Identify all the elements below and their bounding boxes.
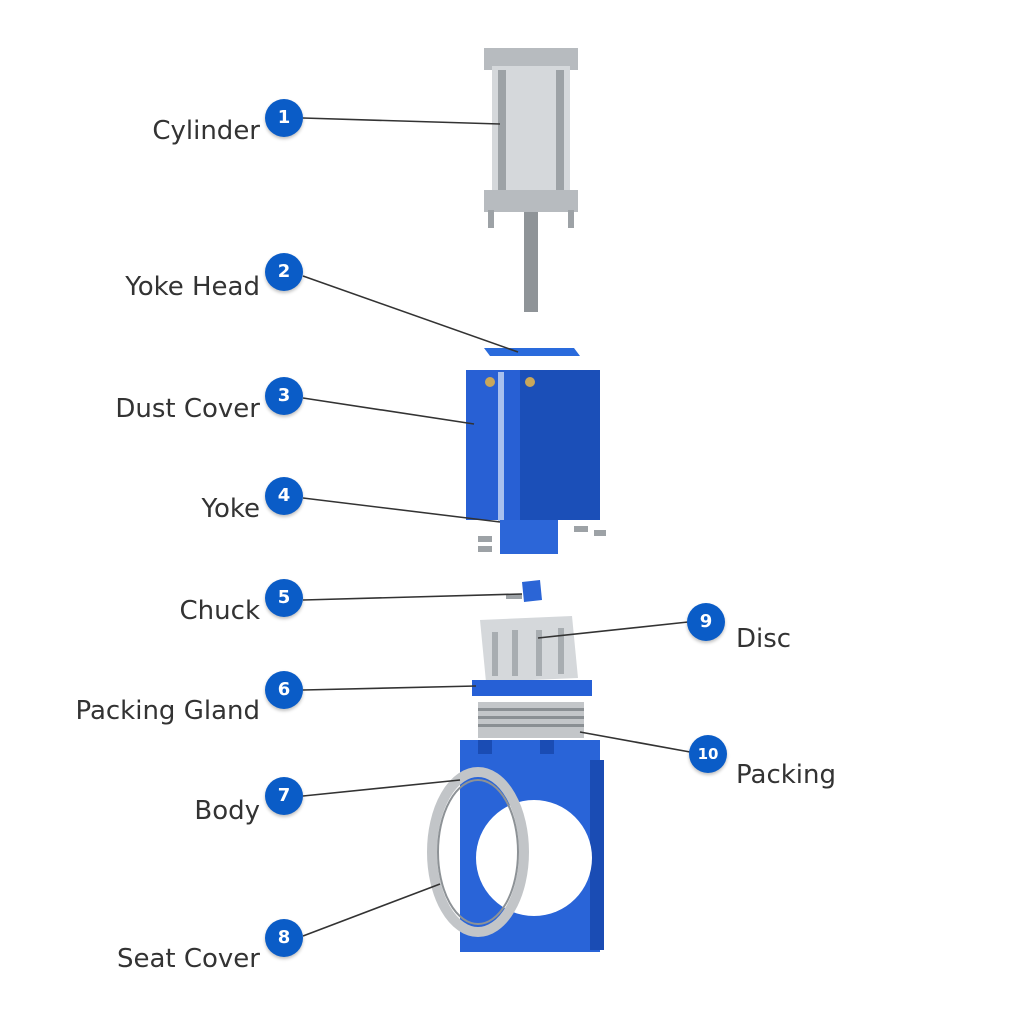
badge-3: 3 <box>265 377 303 415</box>
badge-4: 4 <box>265 477 303 515</box>
label-packing-gland: Packing Gland <box>75 696 260 726</box>
badge-2: 2 <box>265 253 303 291</box>
badge-7: 7 <box>265 777 303 815</box>
leader-line-1 <box>302 117 501 125</box>
yoke-part <box>478 520 606 554</box>
label-disc: Disc <box>736 624 792 654</box>
leader-line-7 <box>302 779 461 797</box>
label-yoke: Yoke <box>201 494 260 524</box>
leader-line-3 <box>302 397 475 425</box>
badge-8: 8 <box>265 919 303 957</box>
dust-cover-part <box>466 348 600 522</box>
leader-line-9 <box>537 621 689 639</box>
badge-5: 5 <box>265 579 303 617</box>
chuck-part <box>506 580 542 602</box>
label-cylinder: Cylinder <box>152 116 260 146</box>
label-dust-cover: Dust Cover <box>115 394 260 424</box>
badge-1: 1 <box>265 99 303 137</box>
disc-part <box>480 616 578 682</box>
leader-line-2 <box>302 275 519 353</box>
leader-line-10 <box>579 731 691 753</box>
leader-line-5 <box>302 593 523 601</box>
leader-line-8 <box>302 883 441 937</box>
leader-line-4 <box>302 497 501 523</box>
badge-6: 6 <box>265 671 303 709</box>
label-body: Body <box>194 796 260 826</box>
label-packing: Packing <box>736 760 837 790</box>
label-yoke-head: Yoke Head <box>125 272 260 302</box>
label-seat-cover: Seat Cover <box>116 944 260 974</box>
cylinder-part <box>484 48 578 312</box>
packing-part <box>478 702 584 738</box>
badge-9: 9 <box>687 603 725 641</box>
leader-lines <box>302 117 691 937</box>
badge-10: 10 <box>689 735 727 773</box>
label-chuck: Chuck <box>179 596 260 626</box>
seat-cover-part <box>427 767 529 937</box>
leader-line-6 <box>302 685 477 691</box>
packing-gland-part <box>472 680 592 696</box>
